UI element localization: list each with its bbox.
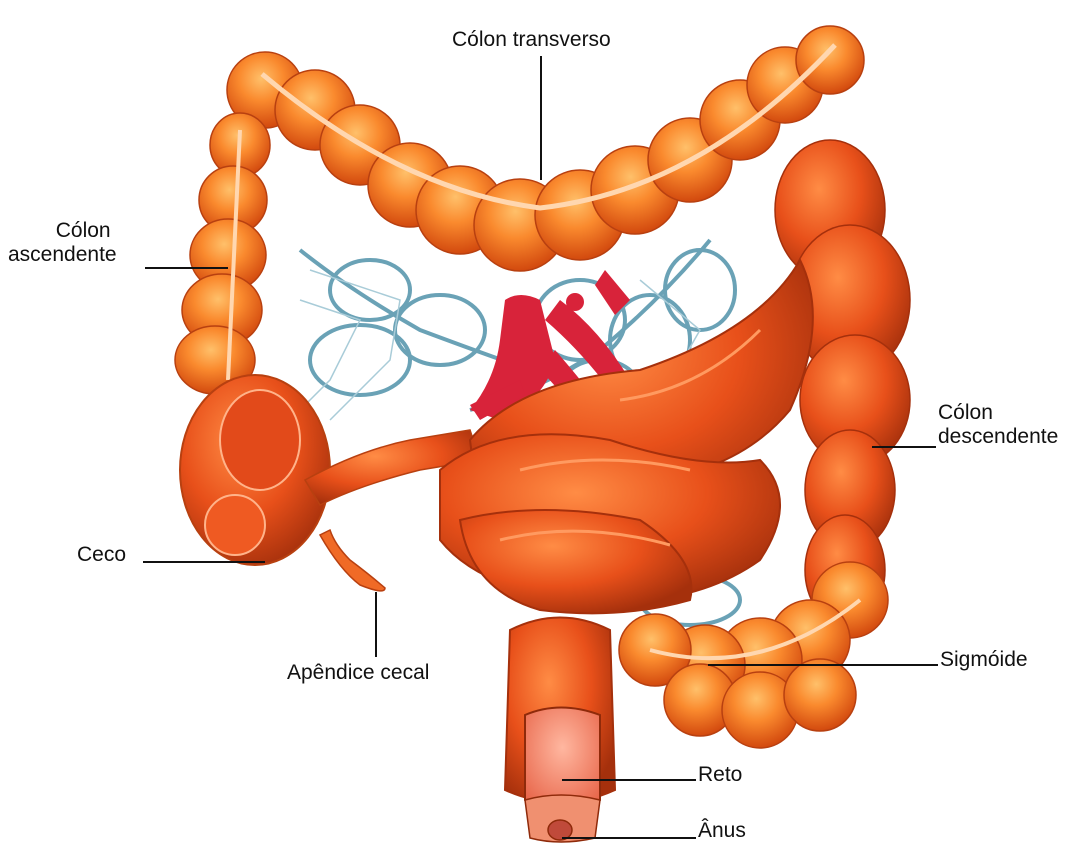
ascending-colon <box>175 113 270 394</box>
label-rectum: Reto <box>698 763 742 787</box>
label-descending-colon: Cólon descendente <box>938 401 1058 449</box>
label-cecum: Ceco <box>77 543 126 567</box>
label-appendix: Apêndice cecal <box>287 661 429 685</box>
label-ascending-colon-line2: ascendente <box>8 243 117 267</box>
appendix <box>320 530 385 591</box>
cecum <box>180 375 330 565</box>
label-anus: Ânus <box>698 819 746 843</box>
label-ascending-colon-line1: Cólon <box>8 219 117 243</box>
label-descending-colon-line2: descendente <box>938 425 1058 449</box>
label-sigmoid: Sigmóide <box>940 648 1028 672</box>
label-ascending-colon: Cólon ascendente <box>8 219 117 267</box>
label-transverse-colon: Cólon transverso <box>452 28 611 52</box>
anus <box>525 795 600 842</box>
label-descending-colon-line1: Cólon <box>938 401 1058 425</box>
